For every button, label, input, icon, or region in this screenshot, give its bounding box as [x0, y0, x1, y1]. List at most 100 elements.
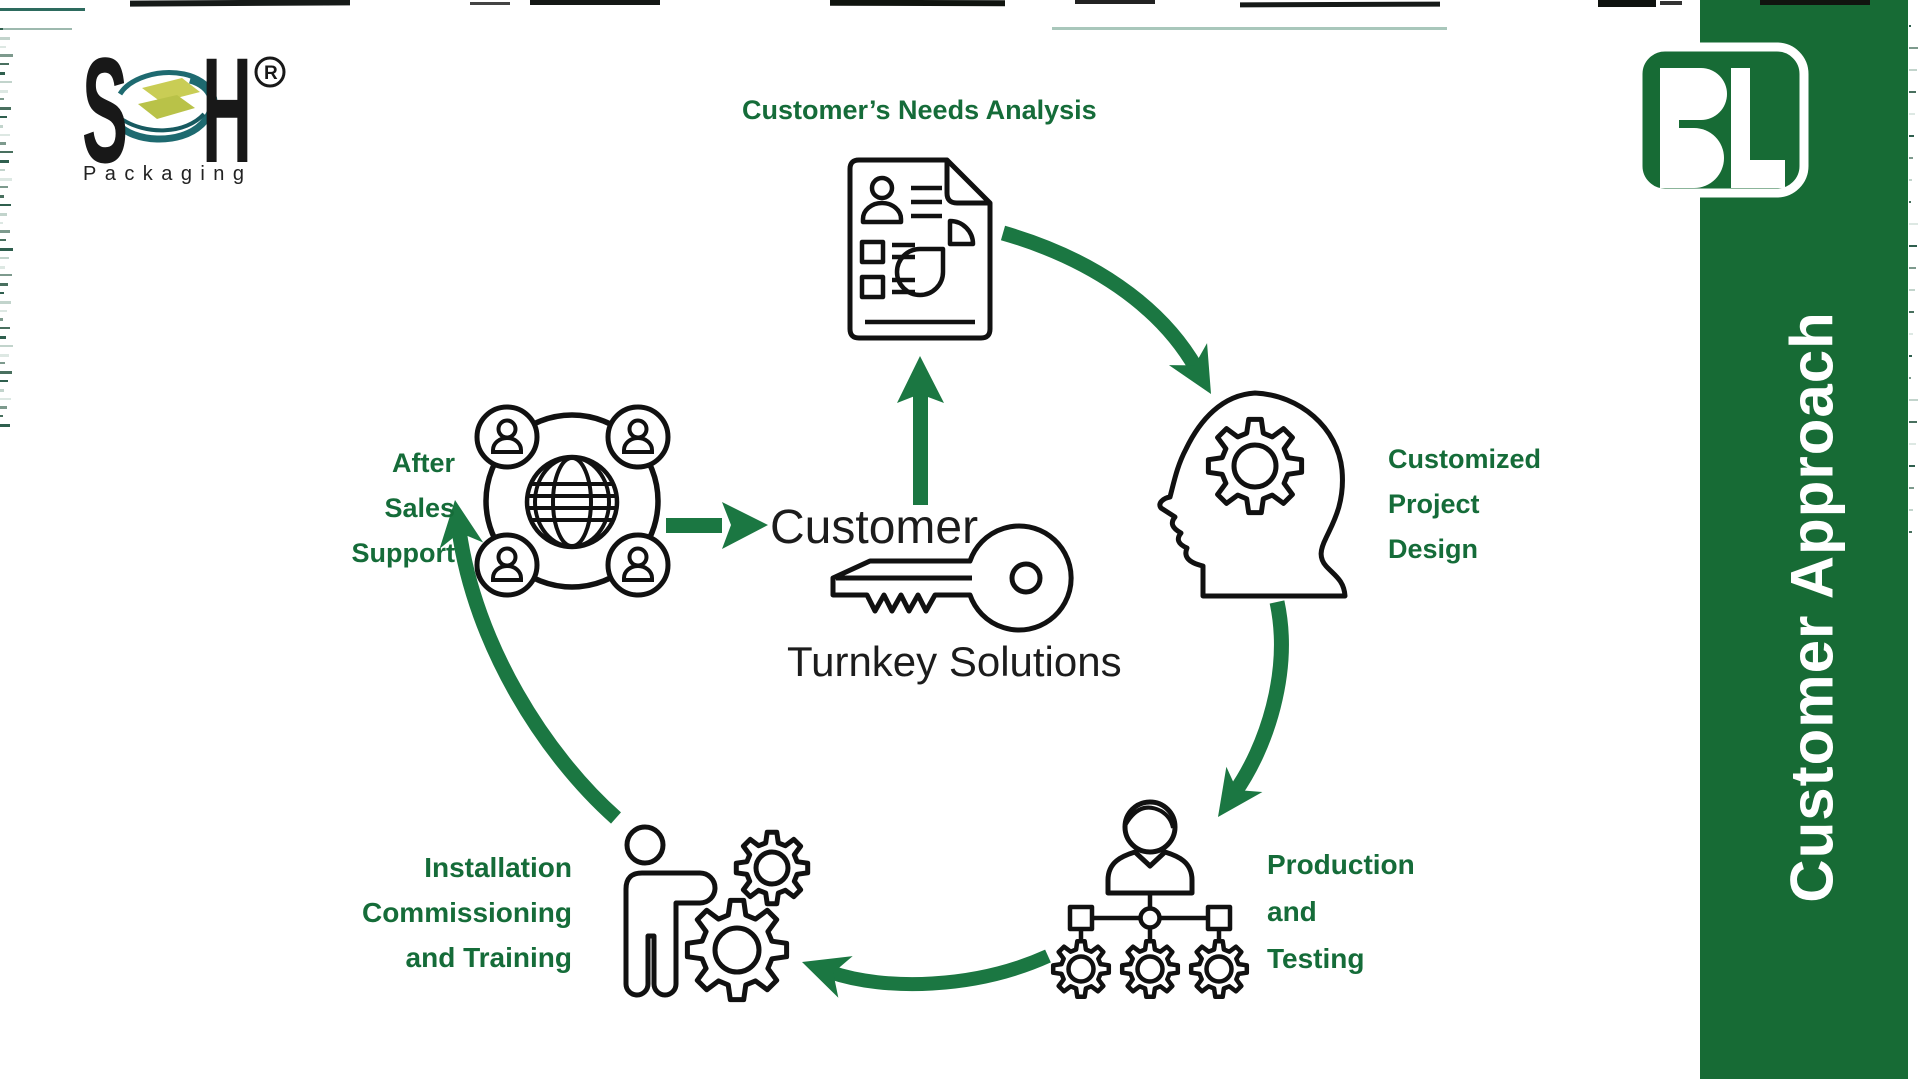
swirl-arc-1 [115, 76, 216, 143]
scan-noise-dash [0, 265, 5, 269]
label-line: Commissioning [361, 897, 572, 928]
scan-noise-mark [0, 8, 85, 11]
scan-noise-dash [0, 177, 12, 181]
scan-noise-dash [1909, 223, 1918, 225]
scan-noise-dash [0, 63, 9, 66]
scan-noise-dash [0, 344, 13, 347]
scan-noise-dash [1909, 25, 1911, 27]
right-edge-noise [1909, 25, 1920, 565]
gear-icon [1188, 938, 1250, 1000]
package-box-bottom [138, 95, 195, 119]
scan-noise-dash [0, 221, 3, 224]
registered-mark-icon [254, 56, 286, 88]
scan-noise-dash [0, 248, 13, 251]
scan-noise-mark [0, 28, 72, 30]
scan-noise-dash [0, 380, 8, 382]
registered-letter: R [264, 63, 278, 84]
scan-noise-dash [0, 98, 4, 101]
scan-noise-dash [0, 230, 10, 234]
scan-noise-dash [0, 36, 10, 40]
page-fold [944, 160, 990, 206]
scan-noise-dash [0, 45, 6, 48]
scan-noise-dash [1909, 113, 1915, 115]
scan-noise-dash [0, 133, 10, 136]
trainer-figure [623, 870, 718, 998]
scan-noise-dash [1909, 135, 1914, 137]
arrow-needs-to-design [1000, 225, 1211, 394]
scan-noise-dash [0, 204, 11, 206]
scan-noise-dash [1909, 355, 1912, 357]
gear-icon [1119, 938, 1181, 1000]
scan-noise-dash [0, 239, 6, 242]
globe-network-icon [474, 404, 671, 598]
scan-noise-dash [1909, 289, 1915, 291]
scan-noise-mark [1075, 0, 1155, 4]
label-line: After [391, 448, 455, 478]
sh-letter-h: H [202, 40, 252, 190]
scan-noise-dash [1909, 179, 1912, 181]
scan-noise-dash [0, 89, 8, 93]
hair-detail [1124, 805, 1175, 829]
gear-icon [1205, 416, 1305, 516]
head-gear-icon [1157, 390, 1348, 599]
cycle-arrows [439, 225, 1289, 998]
left-edge-noise [0, 28, 16, 438]
person-bubble-icon [474, 532, 540, 598]
scan-noise-dash [0, 283, 8, 287]
sh-packaging-logo: S H R Packaging [82, 40, 286, 190]
production-testing-icon [1050, 799, 1250, 1000]
gear-icon [684, 897, 790, 1003]
scan-noise-dash [0, 256, 9, 259]
sh-letter-s: S [82, 40, 128, 190]
scan-noise-dash [0, 72, 5, 75]
scan-noise-dash [0, 309, 7, 312]
scan-noise-dash [0, 327, 10, 330]
scan-noise-dash [0, 151, 13, 154]
scan-noise-dash [1909, 311, 1914, 313]
scan-noise-mark [470, 2, 510, 5]
scan-noise-dash [0, 107, 11, 111]
arrow-installation-to-aftersales [439, 500, 621, 824]
gear-icon [1050, 938, 1112, 1000]
label-line: Project [1388, 489, 1480, 519]
scan-noise-dash [0, 362, 5, 365]
scan-noise-mark [1660, 1, 1682, 5]
label-line: Customized [1388, 444, 1542, 474]
scan-noise-dash [0, 186, 8, 189]
scan-noise-dash [0, 371, 12, 375]
scan-noise-dash [1909, 333, 1913, 335]
step-label-after-sales: After Sales Support [352, 441, 455, 576]
scan-noise-dash [0, 353, 9, 357]
scan-edge-strip-right [1908, 0, 1920, 1079]
swirl-arc-2 [117, 70, 218, 124]
scan-noise-dash [0, 397, 11, 400]
label-line: Design [1388, 534, 1479, 564]
center-turnkey-subtitle: Turnkey Solutions [787, 638, 1122, 685]
swirl-arc-3 [118, 112, 206, 133]
community-members [474, 404, 671, 598]
key-icon [830, 523, 1074, 633]
scan-noise-mark [1052, 27, 1447, 30]
scan-noise-dash [0, 54, 13, 58]
package-box-top [142, 78, 200, 102]
scan-noise-dash [0, 424, 10, 427]
scan-noise-dash [1909, 399, 1918, 401]
step-label-needs-analysis: Customer’s Needs Analysis [742, 95, 1097, 125]
label-line: Installation [424, 852, 572, 883]
scan-noise-dash [0, 80, 12, 83]
scan-noise-dash [1909, 509, 1913, 511]
scan-noise-dash [0, 388, 4, 392]
scan-noise-dash [0, 195, 4, 199]
scan-noise-dash [0, 336, 6, 339]
scan-noise-dash [0, 318, 3, 322]
person-bubble-icon [474, 404, 540, 470]
bl-letterforms [1660, 68, 1785, 188]
scan-noise-dash [0, 160, 9, 163]
scan-noise-dash [0, 142, 6, 146]
scan-noise-dash [1909, 377, 1911, 379]
scan-noise-dash [0, 406, 7, 410]
scan-noise-dash [0, 292, 4, 294]
scan-noise-dash [1909, 487, 1914, 489]
